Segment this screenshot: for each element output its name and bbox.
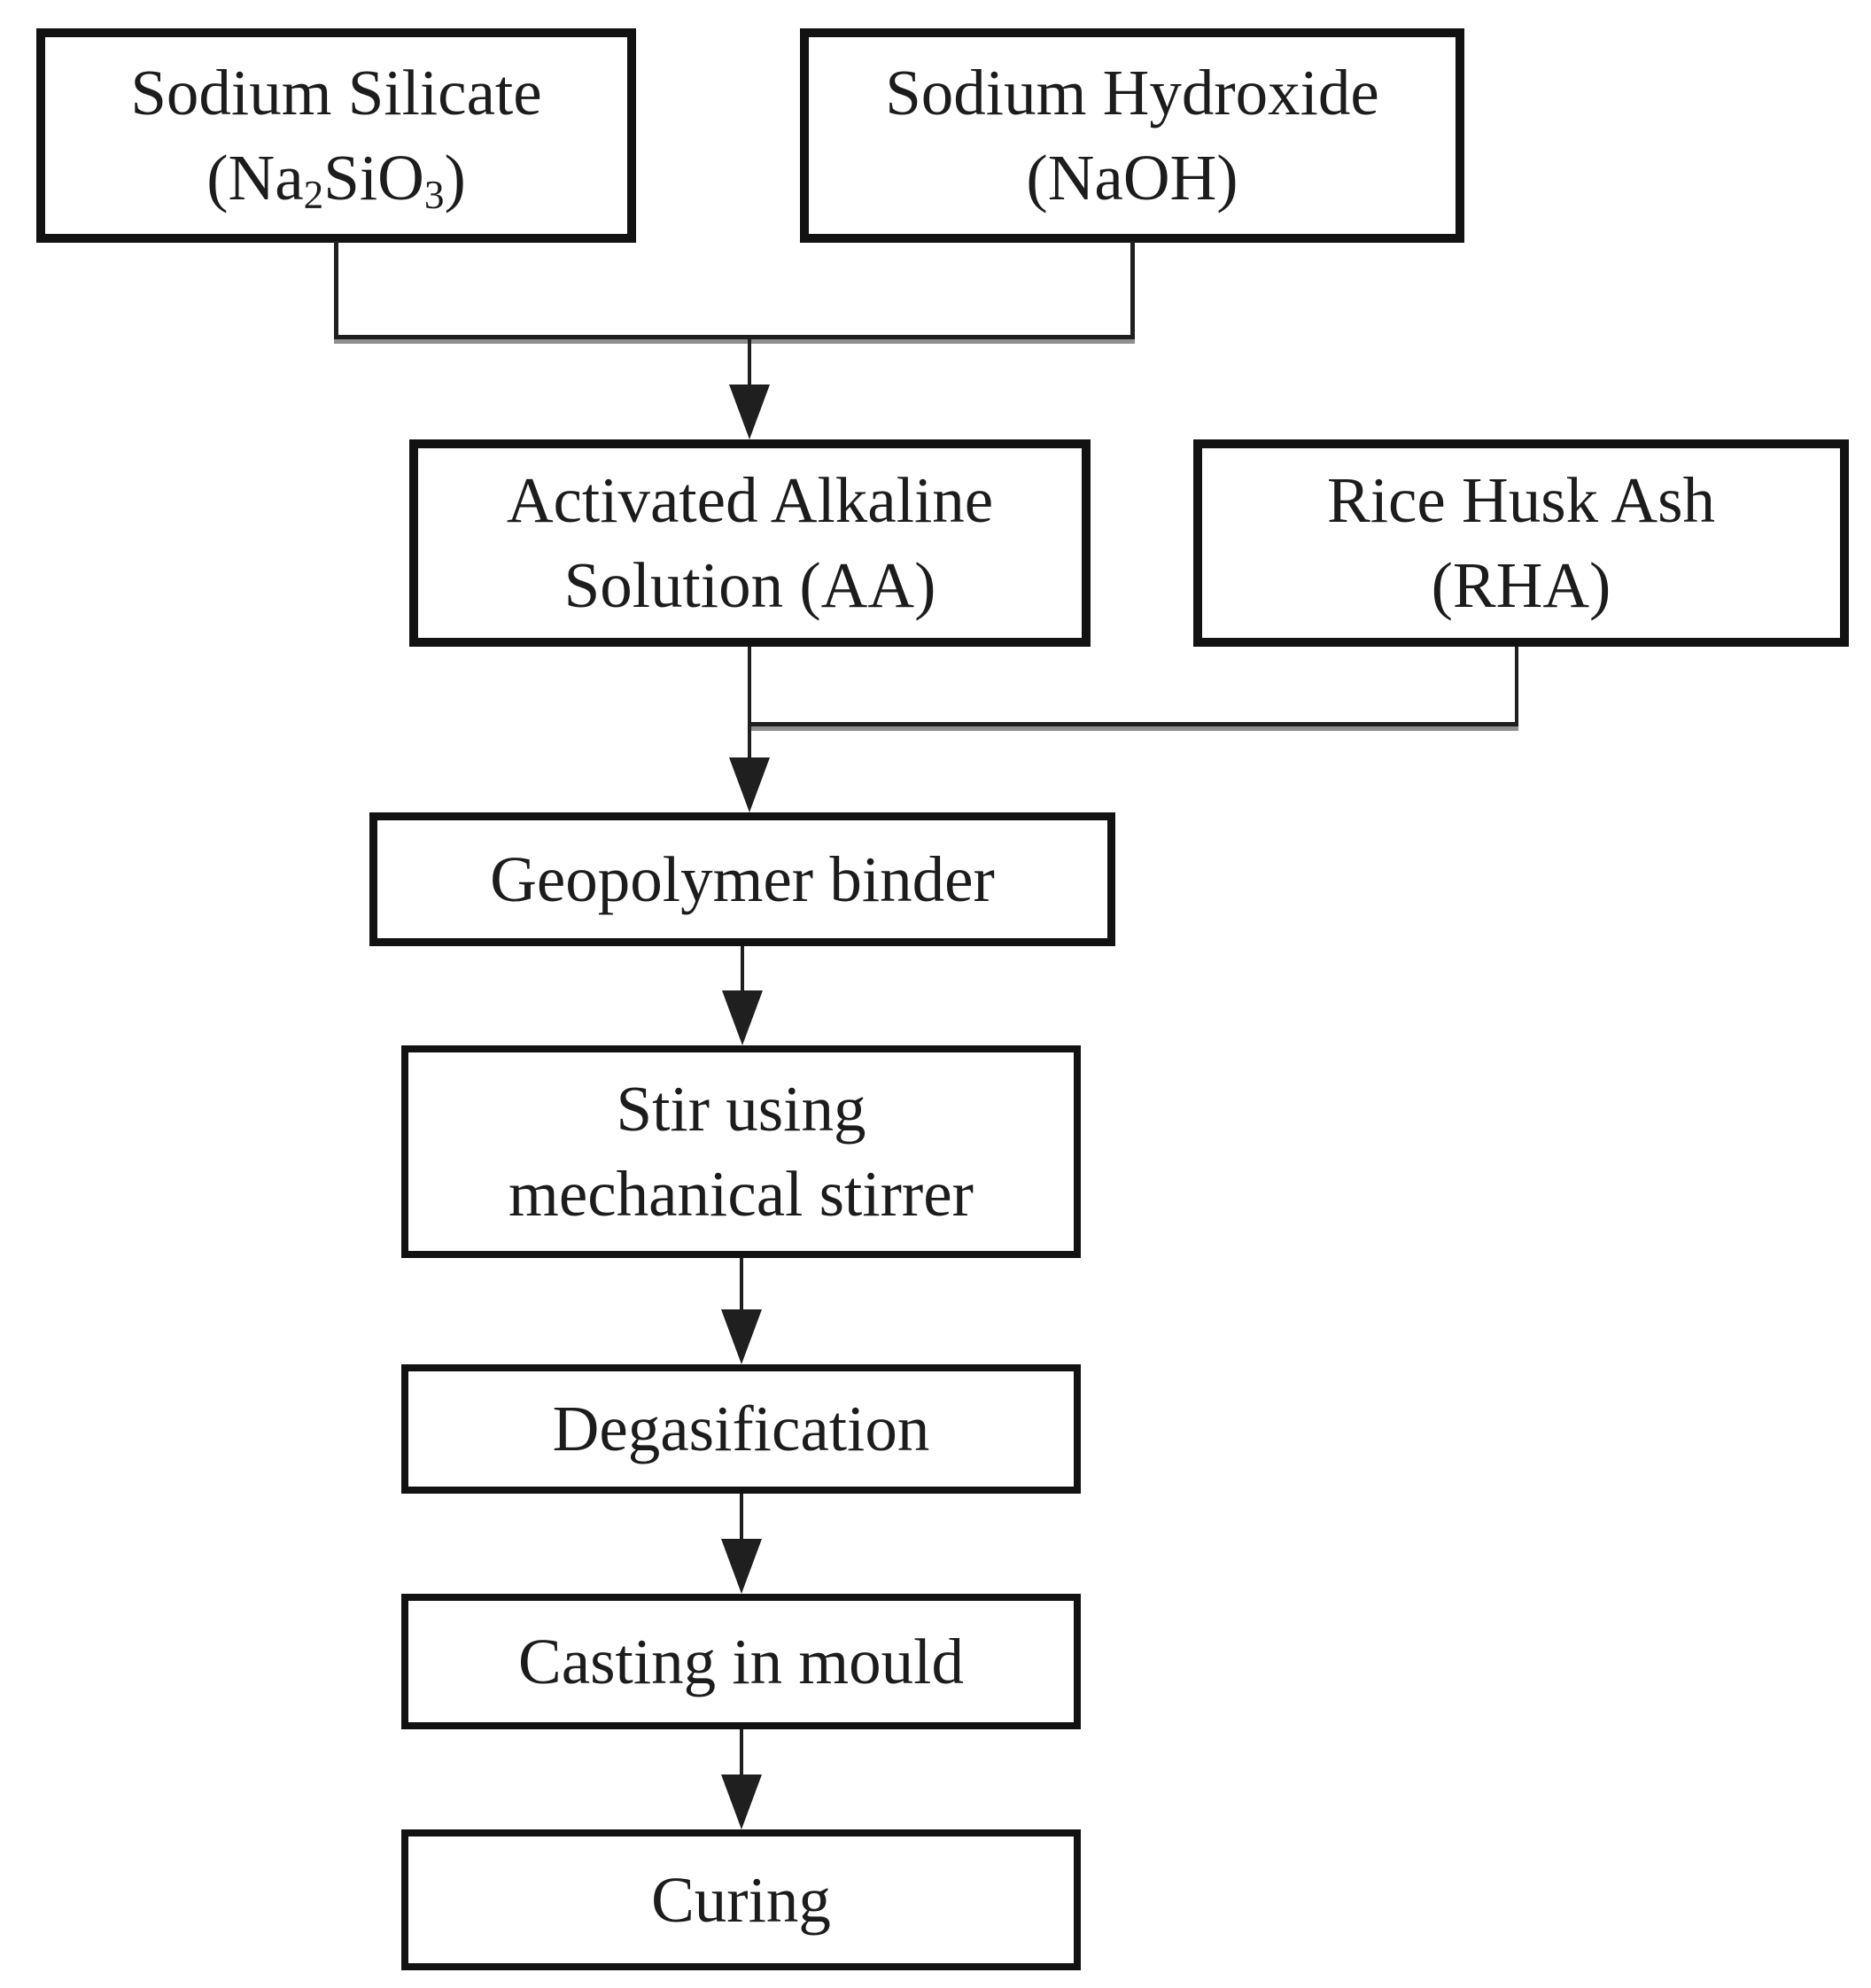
node-casting-in-mould-label: Casting in mould: [518, 1625, 964, 1697]
node-activated-alkaline-label: Activated Alkaline: [506, 464, 994, 536]
node-activated-alkaline-label2: Solution (AA): [563, 549, 936, 621]
node-sodium-hydroxide-label: Sodium Hydroxide: [885, 57, 1379, 128]
node-degasification: Degasification: [401, 1364, 1081, 1494]
node-casting-in-mould: Casting in mould: [401, 1594, 1081, 1729]
node-stir-label: Stir using: [616, 1073, 866, 1145]
node-stir-label2: mechanical stirrer: [509, 1158, 974, 1230]
node-activated-alkaline-solution: Activated Alkaline Solution (AA): [409, 439, 1091, 647]
formula-text: SiO: [323, 142, 424, 214]
node-sodium-silicate: Sodium Silicate (Na2SiO3): [36, 28, 636, 243]
formula-text: (Na: [206, 142, 304, 214]
node-sodium-silicate-label: Sodium Silicate: [130, 57, 542, 128]
arrowhead-down-icon: [722, 990, 763, 1045]
node-sodium-hydroxide-formula: (NaOH): [1026, 142, 1238, 214]
arrowhead-down-icon: [721, 1539, 762, 1594]
node-stir-mechanical-stirrer: Stir using mechanical stirrer: [401, 1045, 1081, 1258]
edge-rice-husk-ash-down: [1515, 647, 1518, 722]
arrowhead-down-icon: [721, 1774, 762, 1829]
node-rice-husk-ash-formula: (RHA): [1431, 549, 1611, 621]
edge-casting-to-curing: [740, 1729, 743, 1779]
formula-subscript: 3: [423, 172, 445, 217]
arrowhead-down-icon: [729, 384, 770, 439]
edge-sodium-hydroxide-down: [1130, 241, 1135, 337]
node-geopolymer-binder-label: Geopolymer binder: [490, 843, 995, 915]
edge-alkaline-down: [748, 647, 751, 722]
node-curing: Curing: [401, 1829, 1081, 1970]
node-sodium-hydroxide: Sodium Hydroxide (NaOH): [800, 28, 1464, 243]
edge-geopolymer-to-stir: [741, 946, 744, 995]
node-curing-label: Curing: [651, 1863, 831, 1936]
edge-merge-silicate-hydroxide: [334, 335, 1135, 339]
edge-merge2-to-geopolymer: [748, 726, 751, 762]
edge-stir-to-degasification: [740, 1258, 743, 1313]
formula-text: ): [444, 142, 466, 214]
formula-subscript: 2: [303, 172, 324, 217]
arrowhead-down-icon: [729, 757, 770, 812]
arrowhead-down-icon: [721, 1309, 762, 1364]
edge-sodium-silicate-down: [334, 241, 338, 337]
edge-degasification-to-casting: [740, 1494, 743, 1543]
node-degasification-label: Degasification: [552, 1393, 930, 1464]
edge-merge1-to-alkaline: [748, 339, 751, 388]
edge-merge-alkaline-rha: [748, 722, 1518, 726]
node-geopolymer-binder: Geopolymer binder: [369, 812, 1115, 946]
node-rice-husk-ash: Rice Husk Ash (RHA): [1193, 439, 1849, 647]
node-rice-husk-ash-label: Rice Husk Ash: [1327, 464, 1715, 536]
node-sodium-silicate-formula: (Na2SiO3): [206, 136, 466, 221]
